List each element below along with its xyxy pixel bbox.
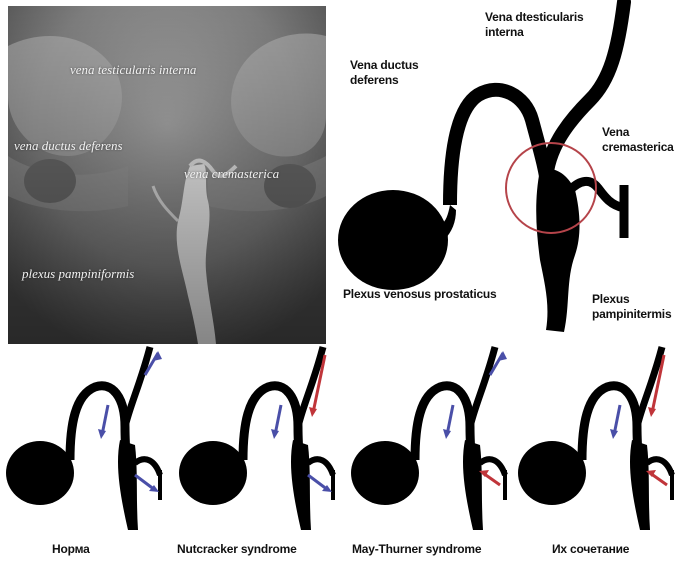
label-plexus-pampinitermis: Plexus pampinitermis — [592, 292, 671, 322]
label-plexus-pampinitermis-line1: Plexus — [592, 292, 671, 307]
caption-combined: Их сочетание — [552, 542, 629, 556]
label-plexus-pampinitermis-line2: pampinitermis — [592, 307, 671, 322]
variant-nutcracker-diagram — [179, 347, 333, 530]
variant-may-thurner-diagram — [351, 347, 507, 530]
label-plexus-venosus-prostaticus: Plexus venosus prostaticus — [343, 287, 497, 302]
caption-nutcracker: Nutcracker syndrome — [177, 542, 297, 556]
label-vena-cremasterica-line1: Vena — [602, 125, 674, 140]
label-vena-dtesticularis-line2: interna — [485, 25, 583, 40]
plexus-venosus-shape — [338, 190, 448, 290]
caption-normal: Норма — [52, 542, 90, 556]
label-vena-dtesticularis: Vena dtesticularis interna — [485, 10, 583, 40]
label-vena-ductus: Vena ductus deferens — [350, 58, 419, 88]
caption-may-thurner: May-Thurner syndrome — [352, 542, 481, 556]
variant-normal-diagram — [6, 347, 162, 530]
label-vena-cremasterica: Vena cremasterica — [602, 125, 674, 155]
label-vena-cremasterica-line2: cremasterica — [602, 140, 674, 155]
plexus-pampiniformis-shape — [536, 169, 579, 332]
variant-combined-diagram — [518, 347, 672, 530]
label-vena-ductus-line2: deferens — [350, 73, 419, 88]
label-vena-ductus-line1: Vena ductus — [350, 58, 419, 73]
label-vena-dtesticularis-line1: Vena dtesticularis — [485, 10, 583, 25]
